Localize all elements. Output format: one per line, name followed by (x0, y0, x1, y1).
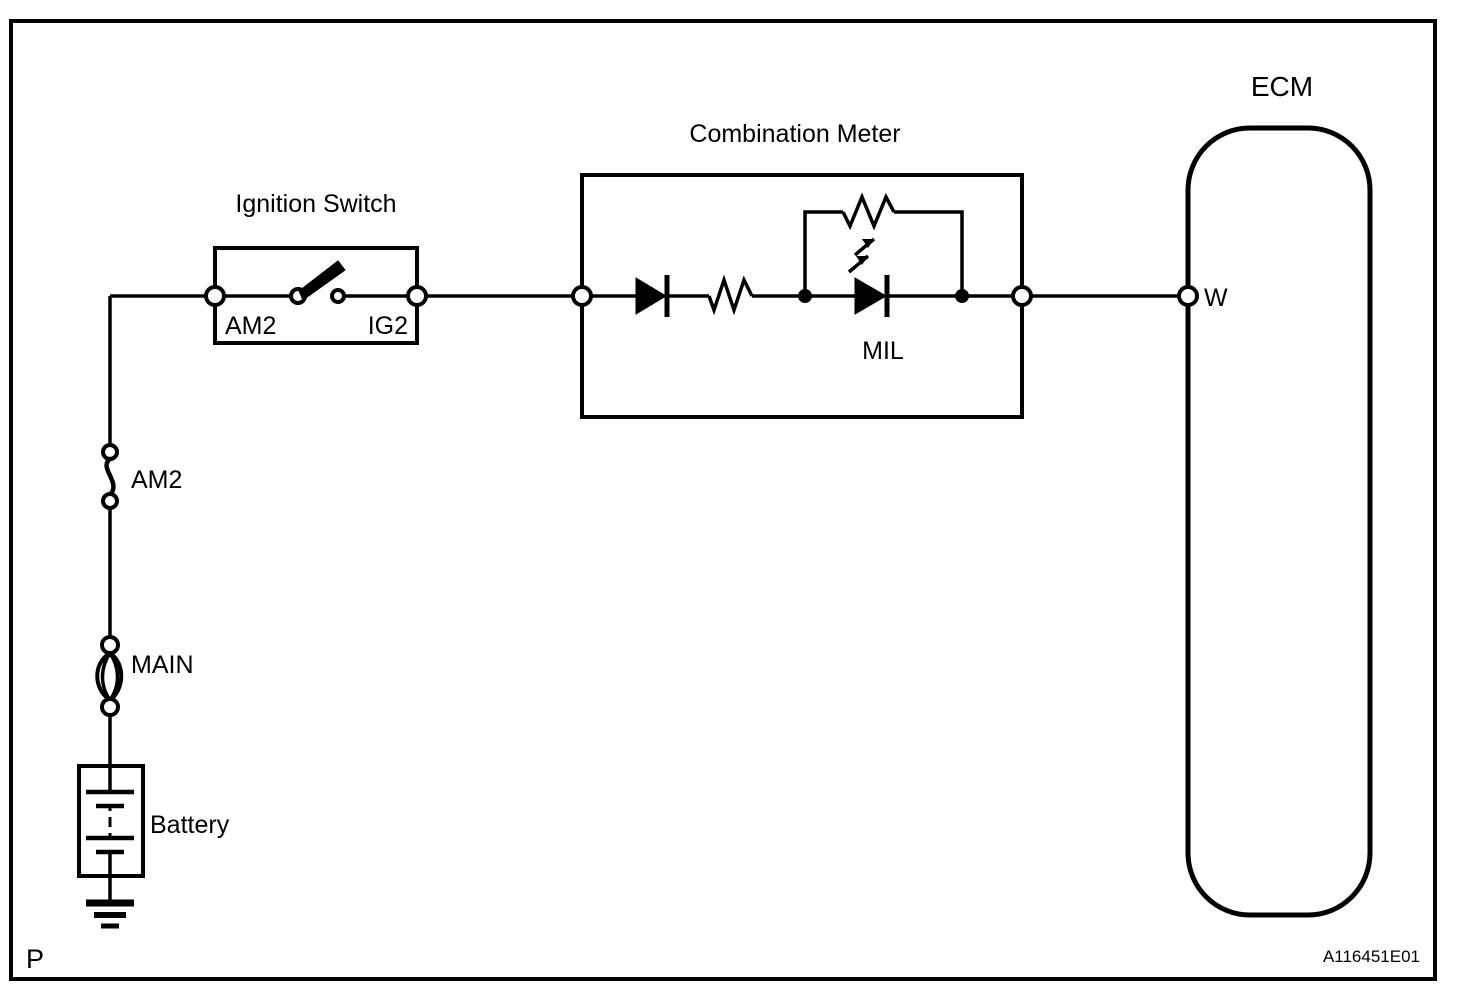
ignition-switch-title: Ignition Switch (235, 190, 396, 218)
main-link-bottom-terminal-icon (100, 697, 120, 717)
led-icon (854, 277, 887, 315)
main-link-label: MAIN (131, 651, 194, 679)
diode-icon (635, 277, 667, 315)
connector-meter-output (1011, 285, 1033, 307)
ground-icon (86, 899, 134, 929)
combination-meter-title: Combination Meter (689, 120, 900, 148)
battery-cell-plates-icon (86, 766, 134, 876)
switch-fixed-contact-icon (330, 288, 346, 304)
led-emission-arrows-icon (847, 237, 876, 274)
am2-fuse-label: AM2 (131, 466, 182, 494)
am2-fuse-bottom-terminal-icon (101, 492, 119, 510)
terminal-label-w: W (1204, 284, 1228, 312)
ecm-title: ECM (1251, 71, 1313, 102)
terminal-label-am2: AM2 (225, 312, 276, 340)
wire-parallel-branch-right (894, 210, 964, 296)
ecm-box (1185, 125, 1373, 918)
figure-code: A116451E01 (1323, 947, 1420, 966)
wire-parallel-branch (803, 210, 843, 296)
main-fusible-link-icon (95, 651, 124, 702)
resistor-icon (707, 274, 754, 316)
terminal-label-ig2: IG2 (368, 312, 408, 340)
mil-label: MIL (862, 337, 904, 365)
page-marker: P (26, 944, 44, 974)
diagram-frame (9, 19, 1437, 981)
parallel-resistor-icon (841, 192, 896, 231)
switch-blade-icon (298, 260, 346, 301)
main-link-top-terminal-icon (100, 635, 120, 655)
am2-fuse-icon (104, 456, 116, 498)
connector-ig2-terminal (406, 285, 428, 307)
battery-label: Battery (150, 811, 230, 839)
connector-am2-terminal (204, 285, 226, 307)
connector-ecm-terminal-w (1177, 285, 1199, 307)
connector-meter-input (571, 285, 593, 307)
